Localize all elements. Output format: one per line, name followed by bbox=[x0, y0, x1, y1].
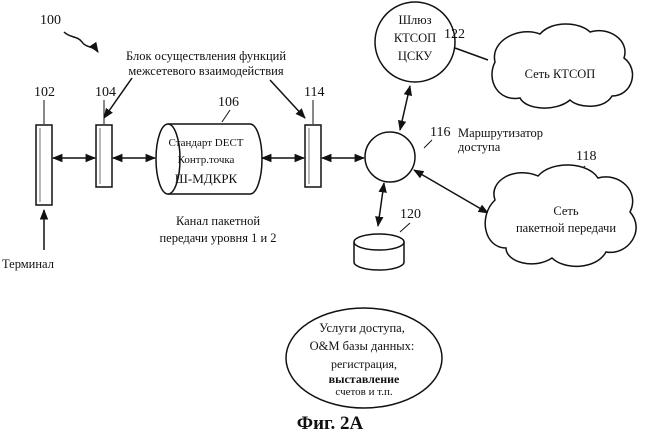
iwf-title-line2: межсетевого взаимодействия bbox=[128, 65, 283, 78]
gateway-label-line1: Шлюз bbox=[398, 14, 431, 27]
gateway-label-line3: ЦСКУ bbox=[398, 50, 432, 63]
router-label-line1: Маршрутизатор bbox=[458, 127, 543, 140]
ref-114: 114 bbox=[304, 86, 324, 100]
ref-120: 120 bbox=[400, 208, 421, 222]
channel-label-line1: Канал пакетной bbox=[176, 215, 260, 228]
packet-cloud-label-line2: пакетной передачи bbox=[516, 222, 616, 235]
ref-118: 118 bbox=[576, 150, 596, 164]
arrow-title-right bbox=[270, 80, 305, 118]
terminal-block bbox=[36, 125, 52, 205]
arrow-router-packet bbox=[414, 170, 488, 213]
packet-cloud-label-line1: Сеть bbox=[553, 205, 578, 218]
line-gateway-pstn bbox=[455, 48, 488, 60]
arrow-router-gateway bbox=[400, 86, 410, 130]
cylinder-label-cp: Контр.точка bbox=[178, 155, 235, 166]
ref-106: 106 bbox=[218, 96, 239, 110]
channel-label-line2: передачи уровня 1 и 2 bbox=[159, 232, 276, 245]
ref-116: 116 bbox=[430, 126, 450, 140]
services-line3: регистрация, bbox=[331, 358, 397, 370]
terminal-label: Терминал bbox=[2, 258, 54, 271]
cylinder-label-cdma: Ш-МДКРК bbox=[175, 172, 237, 185]
services-line2: O&M базы данных: bbox=[310, 340, 415, 353]
services-line4: выставление bbox=[329, 373, 400, 385]
ref-104: 104 bbox=[95, 86, 116, 100]
router-label-line2: доступа bbox=[458, 141, 500, 154]
system-pointer-line bbox=[64, 32, 98, 52]
gateway-label-line2: КТСОП bbox=[394, 32, 436, 45]
figure-caption: Фиг. 2А bbox=[297, 414, 363, 433]
arrow-router-db bbox=[378, 183, 384, 226]
iwf-title-line1: Блок осуществления функций bbox=[126, 50, 286, 63]
router-circle bbox=[365, 132, 415, 182]
services-line5: счетов и т.п. bbox=[335, 387, 392, 398]
ref-100: 100 bbox=[40, 14, 61, 28]
iwf-block-right bbox=[305, 125, 321, 187]
services-line1: Услуги доступа, bbox=[319, 322, 405, 335]
pstn-cloud-label: Сеть КТСОП bbox=[525, 68, 596, 81]
cylinder-label-dect: Стандарт DECT bbox=[168, 138, 243, 149]
iwf-block-left bbox=[96, 125, 112, 187]
ref-122: 122 bbox=[444, 28, 465, 42]
ref-102: 102 bbox=[34, 86, 55, 100]
